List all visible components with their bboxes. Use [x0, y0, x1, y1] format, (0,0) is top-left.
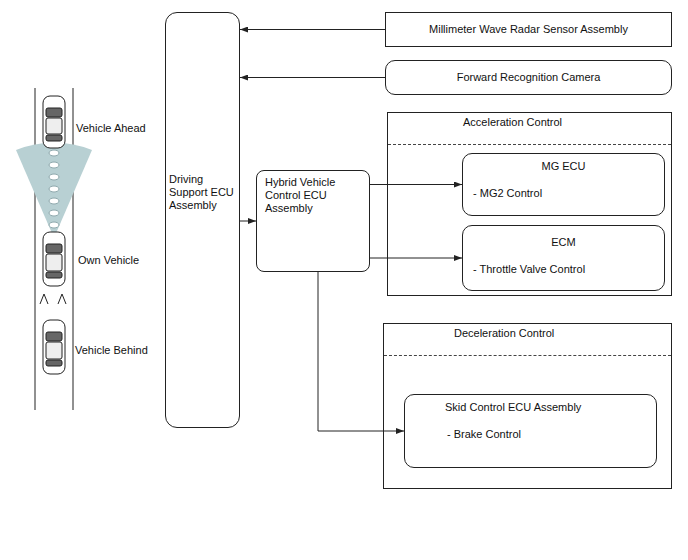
- vehicle-label: Own Vehicle: [78, 254, 139, 267]
- ecu-box: Driving Support ECU Assembly: [165, 12, 240, 428]
- signal-arrow: [370, 258, 462, 259]
- road-line: [73, 88, 74, 410]
- ecu-box: MG ECU - MG2 Control: [462, 153, 665, 216]
- box-body: - Throttle Valve Control: [469, 263, 658, 276]
- motion-marks: [40, 294, 66, 304]
- radar-waves: [49, 150, 59, 228]
- box-title: ECM: [469, 236, 658, 249]
- camera-box: Forward Recognition Camera: [385, 60, 672, 95]
- box-title: Driving Support ECU Assembly: [169, 173, 236, 212]
- box-title: Millimeter Wave Radar Sensor Assembly: [392, 23, 665, 36]
- vehicle-label: Vehicle Ahead: [76, 122, 146, 135]
- ecu-box: Hybrid Vehicle Control ECU Assembly: [256, 170, 370, 272]
- ecu-box: ECM - Throttle Valve Control: [462, 225, 665, 291]
- box-body: - Brake Control: [445, 428, 650, 441]
- group-heading: Deceleration Control: [384, 324, 671, 356]
- road-line: [35, 88, 36, 410]
- box-body: - MG2 Control: [469, 187, 658, 200]
- box-title: Forward Recognition Camera: [392, 71, 665, 84]
- control-group: Deceleration ControlSkid Control ECU Ass…: [383, 323, 672, 489]
- signal-arrow: [240, 29, 385, 30]
- box-title: MG ECU: [469, 160, 658, 173]
- box-title: Hybrid Vehicle Control ECU Assembly: [265, 176, 347, 215]
- car-ahead: [43, 96, 65, 148]
- car-behind: [43, 320, 65, 374]
- radar-beam: [16, 143, 92, 239]
- vehicle-label: Vehicle Behind: [75, 344, 148, 357]
- box-title: Skid Control ECU Assembly: [445, 401, 650, 414]
- car-own: [43, 232, 65, 286]
- signal-arrow: [370, 184, 462, 185]
- group-heading: Acceleration Control: [388, 113, 671, 145]
- sensor-box: Millimeter Wave Radar Sensor Assembly: [385, 12, 672, 47]
- control-group: Acceleration Control MG ECU - MG2 ControlE…: [387, 112, 672, 296]
- signal-arrow: [240, 77, 385, 78]
- signal-arrow: [240, 221, 256, 222]
- ecu-box: Skid Control ECU Assembly - Brake Control: [404, 394, 657, 468]
